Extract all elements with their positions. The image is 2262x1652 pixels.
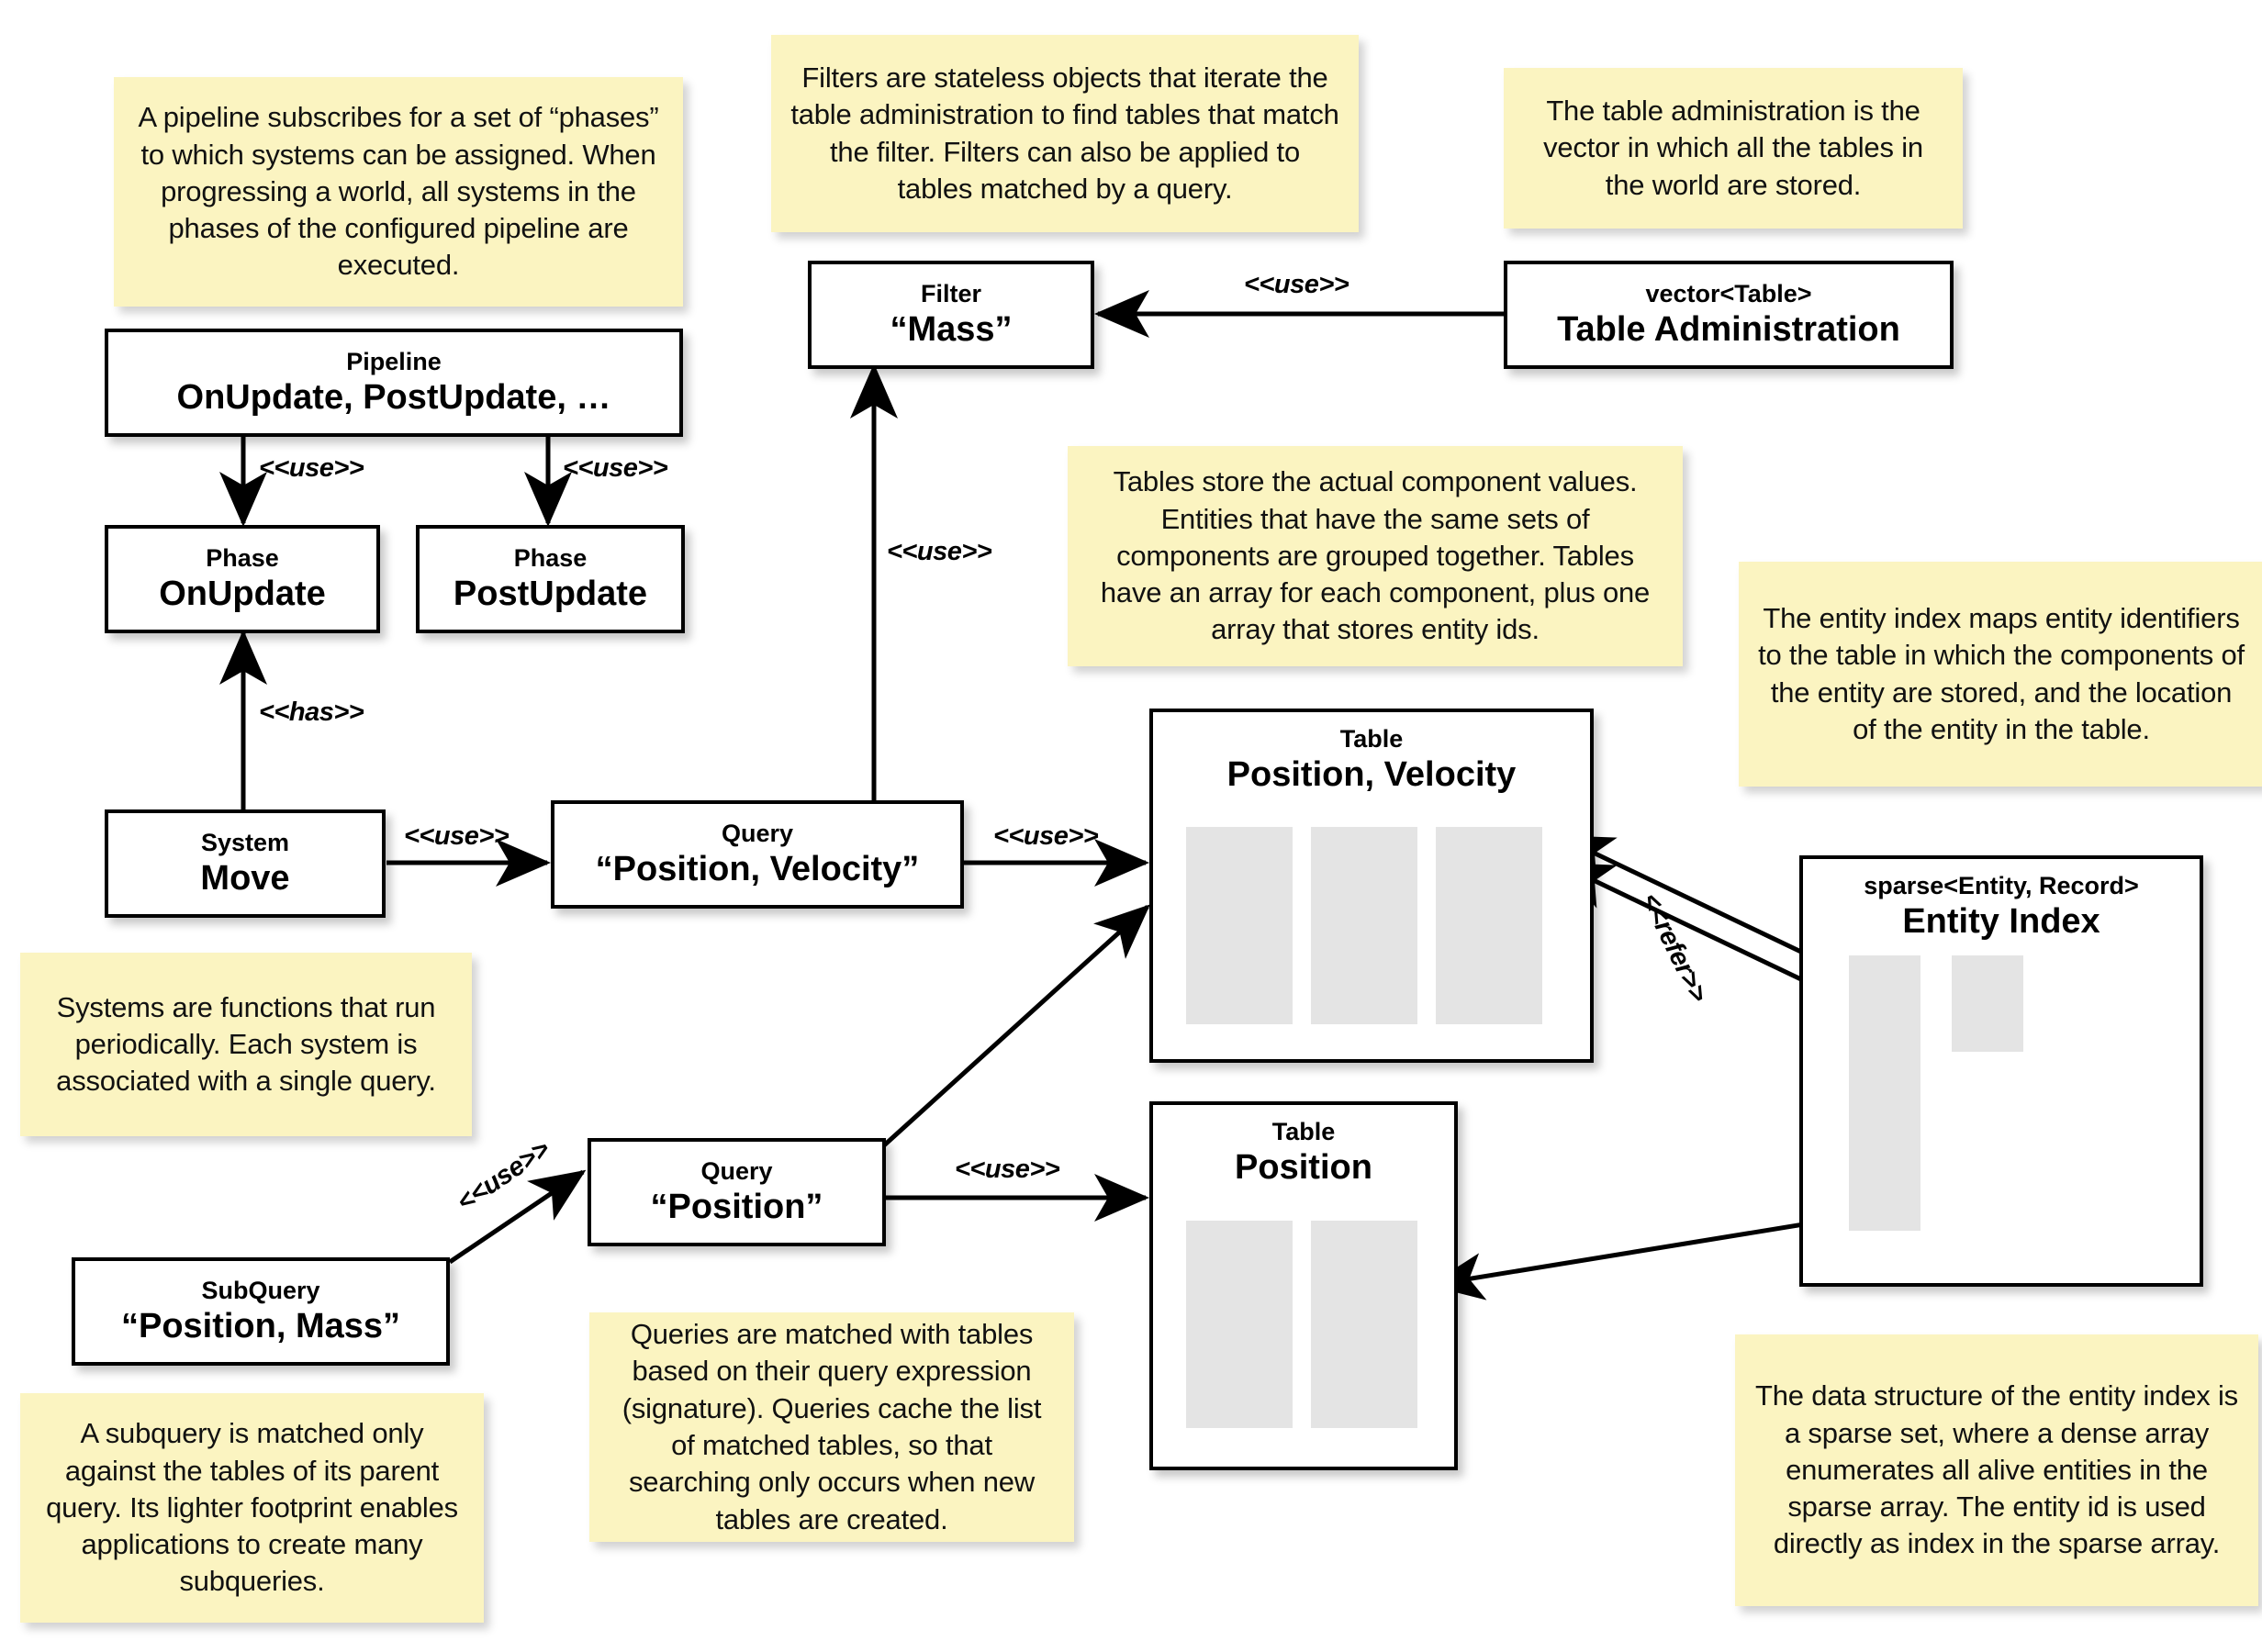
node-entity-index-name: Entity Index [1902, 902, 2100, 942]
note-tables-text: Tables store the actual component values… [1100, 465, 1651, 646]
node-entity-index[interactable]: sparse<Entity, Record> Entity Index [1799, 855, 2203, 1287]
edge-label-tableadmin-to-filter: <<use>> [1244, 270, 1349, 299]
node-table-position-velocity-header: Table Position, Velocity [1153, 725, 1590, 796]
node-entity-index-stereotype: sparse<Entity, Record> [1864, 872, 2139, 899]
table-position-column-position [1186, 1221, 1293, 1428]
note-table-administration-text: The table administration is the vector i… [1543, 95, 1923, 201]
edge-label-entityindex-to-table: <<refer>> [1635, 888, 1713, 1007]
node-entity-index-header: sparse<Entity, Record> Entity Index [1803, 872, 2200, 943]
node-phase-onupdate-stereotype: Phase [206, 543, 279, 572]
edge-label-pipeline-to-postupdate: <<use>> [563, 453, 668, 483]
node-filter-mass-stereotype: Filter [920, 279, 981, 307]
note-queries: Queries are matched with tables based on… [589, 1312, 1074, 1542]
note-systems-text: Systems are functions that run periodica… [56, 990, 436, 1098]
edge-query-pos-to-table-posvel [882, 904, 1150, 1147]
node-phase-onupdate[interactable]: Phase OnUpdate [105, 525, 380, 633]
edge-label-query-posvel-to-filter: <<use>> [887, 537, 992, 566]
node-table-administration-name: Table Administration [1557, 309, 1900, 349]
node-query-position[interactable]: Query “Position” [588, 1138, 886, 1246]
edge-label-system-to-query-posvel: <<use>> [404, 821, 510, 851]
node-query-position-velocity-name: “Position, Velocity” [595, 849, 920, 888]
node-phase-postupdate-name: PostUpdate [453, 574, 648, 613]
note-filter-text: Filters are stateless objects that itera… [790, 61, 1339, 205]
edge-label-query-pos-to-table-pos: <<use>> [955, 1155, 1060, 1184]
note-subquery-text: A subquery is matched only against the t… [46, 1417, 458, 1598]
table-column-position [1186, 827, 1293, 1024]
note-entity-index-text: The entity index maps entity identifiers… [1758, 601, 2245, 745]
edge-label-system-to-phase: <<has>> [259, 698, 364, 727]
node-system-move-stereotype: System [200, 828, 290, 856]
node-query-position-stereotype: Query [700, 1156, 773, 1185]
node-table-position-header: Table Position [1153, 1118, 1454, 1189]
node-filter-mass-name: “Mass” [890, 309, 1013, 349]
note-pipeline-text: A pipeline subscribes for a set of “phas… [138, 101, 659, 282]
node-pipeline[interactable]: Pipeline OnUpdate, PostUpdate, … [105, 329, 683, 437]
table-column-entity-ids [1436, 827, 1542, 1024]
node-pipeline-name: OnUpdate, PostUpdate, … [176, 377, 611, 417]
table-position-column-entity-ids [1311, 1221, 1417, 1428]
table-column-velocity [1311, 827, 1417, 1024]
node-filter-mass[interactable]: Filter “Mass” [808, 261, 1094, 369]
node-phase-onupdate-name: OnUpdate [159, 574, 326, 613]
note-pipeline: A pipeline subscribes for a set of “phas… [114, 77, 683, 307]
node-table-position-velocity-stereotype: Table [1339, 725, 1404, 753]
note-entity-index: The entity index maps entity identifiers… [1739, 562, 2262, 787]
node-query-position-name: “Position” [650, 1187, 823, 1226]
node-subquery-position-mass[interactable]: SubQuery “Position, Mass” [72, 1257, 450, 1366]
node-pipeline-stereotype: Pipeline [346, 347, 442, 375]
note-table-administration: The table administration is the vector i… [1504, 68, 1963, 229]
note-tables: Tables store the actual component values… [1068, 446, 1683, 666]
node-query-position-velocity[interactable]: Query “Position, Velocity” [551, 800, 964, 909]
node-table-position-velocity[interactable]: Table Position, Velocity [1149, 709, 1594, 1063]
note-systems: Systems are functions that run periodica… [20, 953, 472, 1136]
note-filter: Filters are stateless objects that itera… [771, 35, 1359, 232]
entity-index-sparse-array [1849, 955, 1920, 1231]
node-phase-postupdate[interactable]: Phase PostUpdate [416, 525, 685, 633]
node-table-administration[interactable]: vector<Table> Table Administration [1504, 261, 1954, 369]
node-table-administration-stereotype: vector<Table> [1645, 279, 1812, 307]
node-query-position-velocity-stereotype: Query [721, 819, 794, 847]
node-phase-postupdate-stereotype: Phase [513, 543, 588, 572]
node-table-position-name: Position [1235, 1148, 1372, 1188]
entity-index-dense-array [1952, 955, 2023, 1052]
node-subquery-position-mass-stereotype: SubQuery [201, 1276, 320, 1304]
node-system-move-name: Move [200, 858, 290, 898]
node-table-position-stereotype: Table [1271, 1118, 1336, 1145]
node-table-position-velocity-name: Position, Velocity [1226, 755, 1517, 795]
node-system-move[interactable]: System Move [105, 809, 386, 918]
node-subquery-position-mass-name: “Position, Mass” [120, 1306, 401, 1345]
edge-label-query-posvel-to-table: <<use>> [993, 821, 1099, 851]
edge-label-pipeline-to-onupdate: <<use>> [259, 453, 364, 483]
note-queries-text: Queries are matched with tables based on… [621, 1318, 1042, 1535]
edge-entityindex-to-table-pos [1428, 1213, 1855, 1300]
note-sparse-set: The data structure of the entity index i… [1735, 1334, 2258, 1606]
node-table-position[interactable]: Table Position [1149, 1101, 1458, 1470]
edge-label-subquery-to-query-pos: <<use>> [452, 1134, 555, 1218]
note-sparse-set-text: The data structure of the entity index i… [1755, 1379, 2238, 1560]
note-subquery: A subquery is matched only against the t… [20, 1393, 484, 1623]
